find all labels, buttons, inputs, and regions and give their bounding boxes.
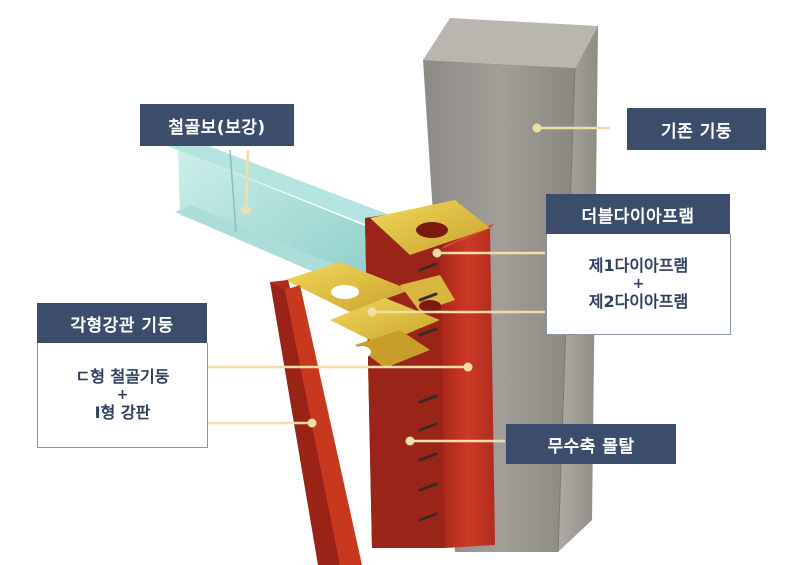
column-line1: ㄷ형 철골기둥 bbox=[75, 367, 170, 387]
box-column-detail: ㄷ형 철골기둥 + I형 강판 bbox=[37, 343, 208, 448]
double-diaphragm bbox=[285, 200, 490, 368]
label-square-tube-column: 각형강관 기둥 bbox=[37, 303, 207, 343]
label-non-shrink-mortar: 무수축 몰탈 bbox=[506, 424, 676, 464]
diaphragm-line2: 제2다이아프램 bbox=[588, 292, 689, 311]
column-plus: + bbox=[116, 387, 129, 403]
leader-dots bbox=[241, 123, 542, 446]
label-steel-beam: 철골보(보강) bbox=[140, 104, 294, 146]
leader-lines bbox=[190, 126, 610, 443]
diaphragm-line1: 제1다이아프램 bbox=[588, 256, 689, 276]
column-line2: I형 강판 bbox=[94, 403, 151, 422]
channel-steel-column bbox=[365, 203, 495, 548]
steel-beam bbox=[165, 135, 390, 292]
non-shrink-mortar bbox=[418, 262, 438, 522]
label-existing-column: 기존 기둥 bbox=[627, 108, 766, 150]
label-double-diaphragm: 더블다이아프램 bbox=[546, 194, 730, 234]
diaphragm-plus: + bbox=[632, 276, 645, 292]
box-diaphragm-detail: 제1다이아프램 + 제2다이아프램 bbox=[546, 234, 731, 335]
